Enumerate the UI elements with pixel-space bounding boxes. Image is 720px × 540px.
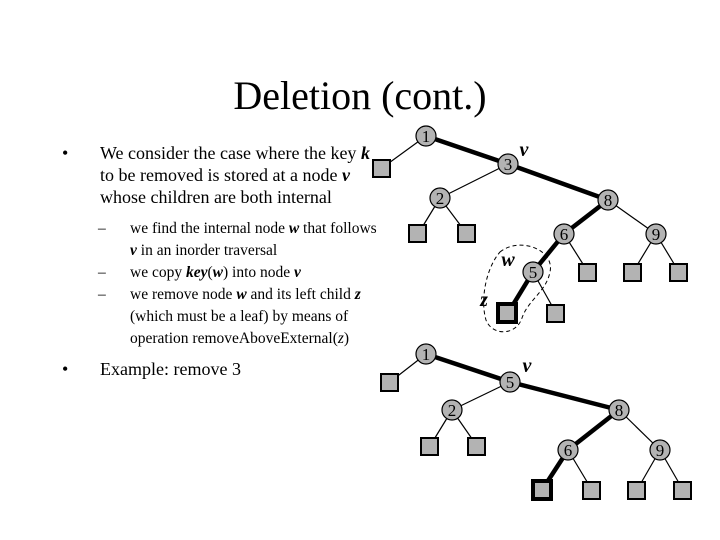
tree-node	[645, 223, 667, 245]
node-label: 1	[422, 127, 431, 146]
leaf-node	[623, 263, 642, 282]
leaf-node	[380, 373, 399, 392]
edge	[451, 381, 511, 411]
tree-node	[597, 189, 619, 211]
node-label: 3	[504, 155, 513, 174]
tree-after-labels: 1 5 2 8 6 9 v	[422, 345, 665, 460]
leaf-node	[582, 481, 601, 500]
pointer-label-v: v	[520, 139, 530, 161]
slide-title: Deletion (cont.)	[233, 73, 487, 118]
bullet-item-2: • Example: remove 3	[62, 358, 382, 380]
bullet-text: to be removed is stored at a node	[100, 165, 342, 185]
node-label: 9	[652, 225, 661, 244]
leaf-node	[546, 304, 565, 323]
tree-before	[372, 125, 688, 333]
tree-node	[608, 399, 630, 421]
bullet-text: We consider the case where the key	[100, 143, 361, 163]
node-label: 2	[448, 401, 457, 420]
leaf-node	[457, 224, 476, 243]
edge	[425, 351, 511, 385]
node-label: 5	[529, 263, 538, 282]
tree-node	[522, 261, 544, 283]
tree-node	[415, 125, 437, 147]
tree-node	[557, 439, 579, 461]
sub-bullet-2: –we copy key(w) into node v	[62, 262, 382, 284]
leaf-node	[578, 263, 597, 282]
sub-marker: –	[98, 286, 106, 303]
leaf-node	[531, 479, 553, 501]
node-label: 6	[560, 225, 569, 244]
node-label: 9	[656, 441, 665, 460]
leaf-node	[627, 481, 646, 500]
pointer-label-w: w	[501, 249, 515, 271]
bullet-marker: •	[62, 359, 69, 379]
key-k: k	[360, 143, 370, 163]
leaf-node	[408, 224, 427, 243]
tree-node	[499, 371, 521, 393]
tree-node	[429, 187, 451, 209]
pointer-label-z: z	[479, 289, 488, 311]
leaf-node	[420, 437, 439, 456]
leaf-node	[467, 437, 486, 456]
tree-node	[649, 439, 671, 461]
edge	[509, 379, 620, 413]
pointer-label-v: v	[523, 355, 533, 377]
bullet-item-1: • We consider the case where the key k t…	[62, 142, 382, 208]
tree-after	[380, 343, 692, 501]
leaf-node-z	[496, 302, 518, 324]
tree-node	[441, 399, 463, 421]
bullet-text: whose children are both internal	[100, 187, 332, 207]
bullet-text: Example: remove 3	[100, 359, 241, 379]
edge	[507, 161, 609, 203]
tree-node	[497, 153, 519, 175]
tree-before-labels: 1 3 2 8 6 9 5 v w z	[422, 127, 661, 311]
sub-marker: –	[98, 220, 106, 237]
node-label: 8	[604, 191, 613, 210]
node-v: v	[341, 165, 350, 185]
sub-bullet-1: –we find the internal node w that follow…	[98, 220, 377, 259]
edge	[425, 133, 509, 167]
node-label: 2	[436, 189, 445, 208]
dashed-selection-outline	[483, 244, 551, 333]
bullet-marker: •	[62, 143, 69, 163]
edge	[439, 163, 509, 199]
node-label: 8	[615, 401, 624, 420]
node-label: 1	[422, 345, 431, 364]
node-label: 5	[506, 373, 515, 392]
sub-bullet-3: –we remove node w and its left child z (…	[98, 286, 361, 347]
bullet-list: • We consider the case where the key k t…	[62, 142, 382, 380]
tree-node	[553, 223, 575, 245]
sub-marker: –	[98, 264, 106, 281]
node-label: 6	[564, 441, 573, 460]
tree-node	[415, 343, 437, 365]
edge	[566, 408, 621, 452]
leaf-node	[669, 263, 688, 282]
leaf-node	[673, 481, 692, 500]
sub-bullet-list: –we find the internal node w that follow…	[62, 218, 382, 350]
leaf-node	[372, 159, 391, 178]
